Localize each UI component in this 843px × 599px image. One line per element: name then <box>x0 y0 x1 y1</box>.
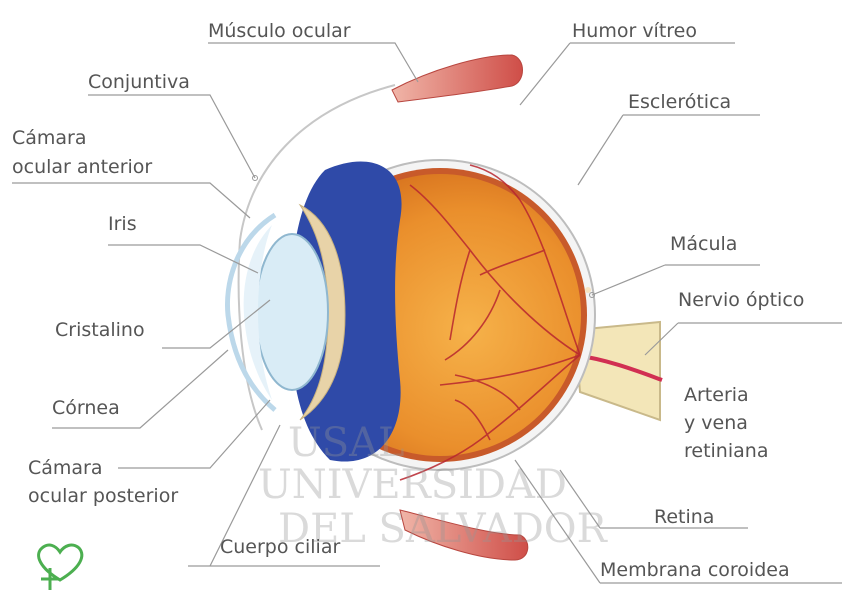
label-cristalino: Cristalino <box>55 318 145 342</box>
label-macula: Mácula <box>670 232 737 256</box>
label-camara-anterior-line1: Cámara <box>12 126 87 150</box>
label-arteria-line2: y vena <box>684 411 748 435</box>
label-humor-vitreo: Humor vítreo <box>572 19 697 43</box>
label-retina: Retina <box>654 505 714 529</box>
label-arteria-line1: Arteria <box>684 383 749 407</box>
label-camara-posterior-line1: Cámara <box>28 456 103 480</box>
label-esclerotica: Esclerótica <box>628 90 731 114</box>
macula-dot <box>585 287 591 293</box>
label-membrana-coroidea: Membrana coroidea <box>600 558 790 582</box>
label-cuerpo-ciliar: Cuerpo ciliar <box>220 535 340 559</box>
label-camara-posterior-line2: ocular posterior <box>28 484 178 508</box>
watermark-line-2: UNIVERSIDAD <box>258 462 567 508</box>
heart-plus-logo <box>39 545 82 590</box>
lens <box>256 234 328 390</box>
label-arteria-line3: retiniana <box>684 439 768 463</box>
label-cornea: Córnea <box>52 396 120 420</box>
label-conjuntiva: Conjuntiva <box>88 70 190 94</box>
label-camara-anterior-line2: ocular anterior <box>12 155 152 179</box>
label-musculo-ocular: Músculo ocular <box>208 19 351 43</box>
label-nervio-optico: Nervio óptico <box>678 288 804 312</box>
label-iris: Iris <box>108 212 137 236</box>
watermark-line-1: USAL <box>288 420 405 466</box>
upper-eye-muscle <box>392 55 523 102</box>
